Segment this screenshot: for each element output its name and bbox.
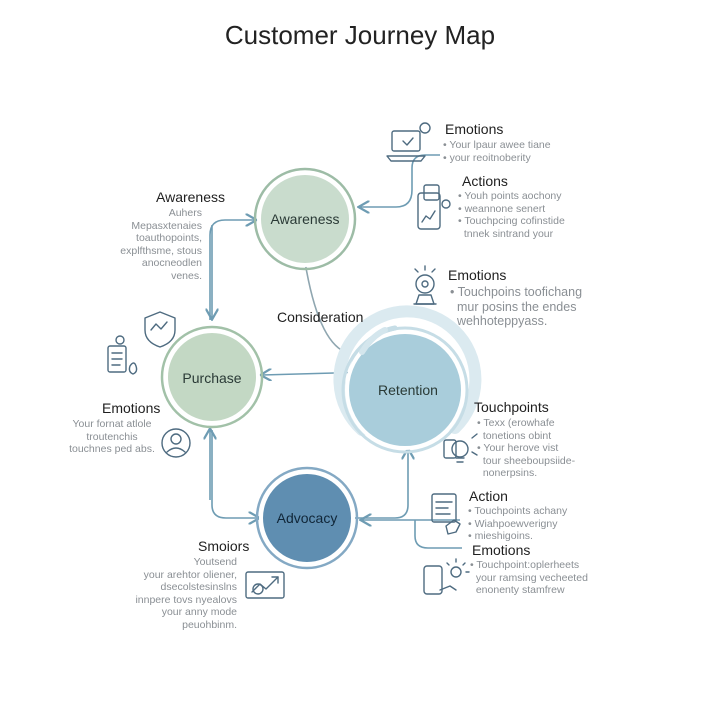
right-touchpoints-heading: Touchpoints [474,399,549,415]
arrow-actions-to-awareness [360,180,413,207]
right-action-heading: Action [469,488,508,504]
retention-node-label: Retention [378,382,438,398]
connector-emotions-top [411,154,440,180]
right-action-text: • Touchpoints achany • Wiahpoewverigny •… [468,505,568,542]
right-emotions-mid-heading: Emotions [448,267,507,283]
hand-lamp-icon [413,265,437,305]
checklist-icon [107,335,138,375]
connector-emotions-bottom [414,520,462,549]
face-icon [161,428,191,458]
left-emotions-text: Your fornat atlole troutenchis touchnes … [69,418,155,455]
consideration-label: Consideration [277,309,364,325]
phone-sun-icon [423,558,470,595]
right-actions-heading: Actions [462,173,508,189]
purchase-node [160,325,264,429]
left-awareness-heading: Awareness [156,189,226,205]
left-smoiors-heading: Smoiors [198,538,250,554]
tablet-chart-icon [417,184,451,230]
arrow-purchase-to-advocacy [211,430,258,518]
right-emotions-top-heading: Emotions [445,121,504,137]
right-emotions-top-text: • Your lpaur awee tiane • your reoitnobe… [443,139,551,164]
document-hand-icon [431,493,461,535]
awareness-node [253,167,357,271]
retention-node [333,305,482,454]
advocacy-node [255,466,359,570]
shield-icon [144,311,176,348]
left-smoiors-text: Youtsend your arehtor oliener, dsecolste… [135,556,237,631]
right-actions-text: • Youh points aochony • weannone senert … [458,190,565,240]
advocacy-node-label: Advocacy [276,510,338,526]
purchase-node-label: Purchase [182,370,242,386]
arrow-purchase-to-awareness [209,220,255,320]
right-emotions-bottom-text: • Touchpoint:oplerheets your ramsing vec… [470,559,588,596]
left-awareness-text: Auhers Mepasxtenaies toauthopoints, expl… [120,207,202,282]
arrow-advocacy-to-retention [355,450,408,519]
page-title: Customer Journey Map [224,20,496,50]
lightbulb-icon [443,433,478,463]
awareness-node-label: Awareness [270,211,340,227]
connector-awareness-retention [304,261,346,353]
right-emotions-bottom-heading: Emotions [472,542,531,558]
right-emotions-mid-text: • Touchpoins toofichang mur posins the e… [450,285,583,328]
left-emotions-heading: Emotions [102,400,161,416]
laptop-icon [386,122,431,162]
right-touchpoints-text: • Texx (erowhafe tonetions obint • Your … [477,417,576,479]
chart-icon [245,571,285,599]
